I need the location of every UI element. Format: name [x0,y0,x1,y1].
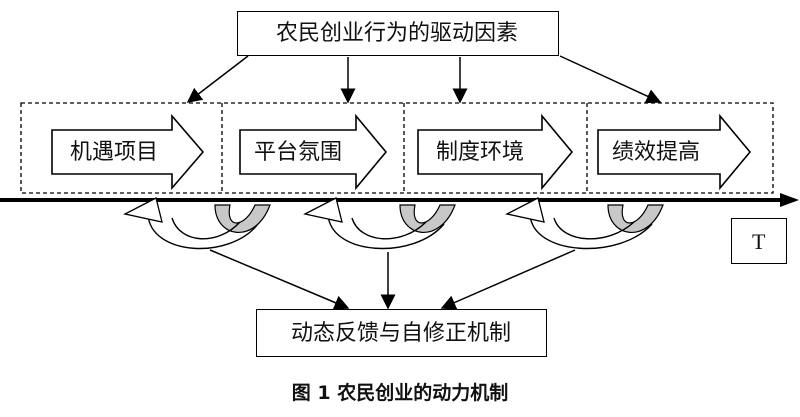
feedback-label: 动态反馈与自修正机制 [291,321,512,346]
feedback-arrow [440,249,576,310]
time-label: T [752,229,766,254]
stages-container [20,102,774,194]
feedback-box: 动态反馈与自修正机制 [256,309,547,357]
time-axis-arrowhead [780,193,799,207]
figure-caption: 图 1 农民创业的动力机制 [291,382,509,404]
time-box: T [731,218,787,264]
feedback-arrow [209,249,350,310]
driver-arrow [186,55,249,103]
feedback-loop-2 [303,197,456,250]
stage-label: 机遇项目 [70,140,159,165]
stage-arrow-shape [239,113,388,191]
driver-arrow [559,55,662,104]
stage-label: 平台氛围 [254,140,343,165]
drivers-box: 农民创业行为的驱动因素 [237,11,559,56]
stage-label: 制度环境 [436,140,525,165]
stage-arrow-shape [417,113,574,191]
stage-arrow-shape [51,113,205,191]
feedback-loop-3 [505,197,664,250]
stage-label: 绩效提高 [612,140,701,165]
stage-arrow-shape [597,113,752,191]
feedback-loop-1 [123,197,271,250]
drivers-label: 农民创业行为的驱动因素 [276,21,519,46]
